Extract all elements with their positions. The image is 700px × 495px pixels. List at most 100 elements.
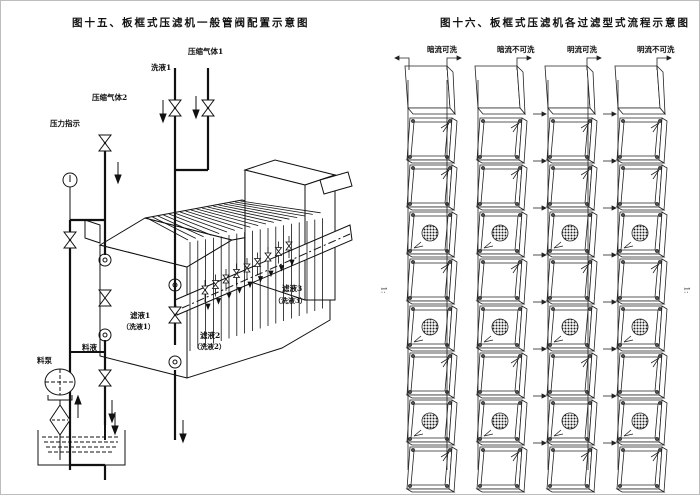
filter-frame bbox=[475, 258, 528, 305]
filter-frame bbox=[603, 205, 668, 258]
filter-cloth-icon bbox=[491, 318, 509, 336]
filter-frame bbox=[603, 158, 668, 211]
filter-frame bbox=[405, 258, 458, 305]
column-label: 明流可洗 bbox=[567, 45, 597, 54]
valve-icon bbox=[63, 231, 77, 249]
label-compressed-gas-1: 压缩气体1 bbox=[188, 47, 224, 56]
filter-frame bbox=[533, 205, 598, 258]
head-block bbox=[614, 65, 661, 109]
drip-arrow-icon bbox=[289, 259, 295, 267]
filter-cloth-icon bbox=[421, 318, 439, 336]
flow-arrows bbox=[74, 96, 200, 444]
drip-arrow-icon bbox=[268, 270, 274, 278]
filter-frame bbox=[475, 164, 528, 211]
drip-arrow-icon bbox=[215, 298, 222, 305]
filter-frame bbox=[475, 211, 528, 258]
filter-frame bbox=[603, 346, 668, 399]
valve-icon bbox=[98, 369, 112, 387]
filter-frame bbox=[405, 164, 458, 211]
filter-frame bbox=[533, 346, 598, 399]
filter-cloth-icon bbox=[561, 224, 579, 242]
filter-cloth-icon bbox=[561, 412, 579, 430]
filter-frame bbox=[603, 440, 668, 493]
drip-arrow-icon bbox=[226, 292, 232, 300]
label-compressed-gas-2: 压缩气体2 bbox=[92, 93, 128, 102]
valve-icon bbox=[168, 99, 182, 117]
side-mark-left: 1: bbox=[379, 286, 388, 294]
filter-frame bbox=[533, 158, 598, 211]
label-feed-pump: 料泵 bbox=[37, 356, 52, 365]
filter-frame bbox=[475, 305, 528, 352]
valve-icon bbox=[98, 134, 112, 152]
label-filtrate-1: 滤液1 bbox=[130, 311, 151, 320]
drip-valve-icon bbox=[274, 247, 283, 256]
filter-cloth-icon bbox=[491, 224, 509, 242]
head-block bbox=[404, 65, 451, 109]
drip-arrow-icon bbox=[247, 281, 253, 289]
filtration-column bbox=[603, 55, 672, 493]
drip-valve-icon bbox=[243, 263, 251, 273]
label-wash-2: （洗液2） bbox=[193, 342, 226, 351]
filter-frame bbox=[603, 252, 668, 305]
filter-cloth-icon bbox=[491, 412, 509, 430]
drip-valve-icon bbox=[211, 280, 220, 289]
filter-cloth-icon bbox=[631, 224, 649, 242]
drip-valve-icon bbox=[232, 269, 241, 278]
filter-frame bbox=[475, 117, 528, 164]
valve-icon bbox=[168, 306, 182, 324]
filter-frame bbox=[533, 440, 598, 493]
filter-frame bbox=[603, 393, 668, 446]
label-filtrate-3: 滤液3 bbox=[282, 284, 303, 293]
drip-valve-icon bbox=[201, 285, 209, 295]
filter-frame bbox=[533, 393, 598, 446]
filtration-column bbox=[533, 55, 602, 493]
press-head-block bbox=[98, 217, 234, 379]
label-wash-1: （洗液1） bbox=[122, 322, 155, 331]
filter-frame bbox=[603, 111, 668, 164]
label-wash-liquid-1: 洗液1 bbox=[151, 63, 172, 72]
figure16-title: 图十六、板框式压滤机各过滤型式流程示意图 bbox=[440, 17, 690, 29]
head-block bbox=[474, 65, 521, 109]
filter-frame bbox=[475, 446, 528, 493]
filter-cloth-icon bbox=[631, 412, 649, 430]
drip-valve-icon bbox=[264, 252, 272, 262]
filter-frame bbox=[533, 299, 598, 352]
valve-icon bbox=[98, 289, 112, 307]
label-wash-3: （洗液3） bbox=[274, 296, 307, 305]
filtration-column bbox=[474, 55, 532, 493]
column-label: 暗流不可洗 bbox=[497, 45, 535, 54]
filter-frame bbox=[405, 117, 458, 164]
side-mark-right: 1: bbox=[682, 286, 691, 294]
filter-frame bbox=[603, 299, 668, 352]
filter-frame bbox=[475, 352, 528, 399]
valve-icon bbox=[201, 99, 215, 117]
filtration-column bbox=[394, 55, 462, 493]
column-label: 明流不可洗 bbox=[637, 45, 675, 54]
drip-arrow-icon bbox=[278, 265, 285, 272]
drip-valve-icon bbox=[285, 241, 293, 251]
filter-frame bbox=[533, 252, 598, 305]
filter-frame bbox=[405, 352, 458, 399]
drip-arrow-icon bbox=[205, 303, 211, 311]
filter-frame bbox=[405, 211, 458, 258]
filter-cloth-icon bbox=[561, 318, 579, 336]
label-pressure-indicator: 压力指示 bbox=[50, 119, 80, 128]
drip-valve-icon bbox=[253, 258, 262, 267]
drip-valve-icon bbox=[222, 274, 230, 284]
column-label: 暗流可洗 bbox=[427, 45, 457, 54]
filter-frame bbox=[533, 111, 598, 164]
drip-arrow-icon bbox=[236, 287, 243, 294]
filter-cloth-icon bbox=[421, 412, 439, 430]
figure15-title: 图十五、板框式压滤机一般管阀配置示意图 bbox=[72, 17, 310, 29]
drip-arrow-icon bbox=[257, 276, 264, 283]
filter-cloth-icon bbox=[631, 318, 649, 336]
filter-cloth-icon bbox=[421, 224, 439, 242]
feed-tank bbox=[37, 430, 126, 466]
head-block bbox=[544, 65, 591, 109]
label-filtrate-2: 滤液2 bbox=[200, 331, 221, 340]
filter-frame bbox=[405, 399, 458, 446]
filter-frame bbox=[475, 399, 528, 446]
filter-frame bbox=[405, 446, 458, 493]
